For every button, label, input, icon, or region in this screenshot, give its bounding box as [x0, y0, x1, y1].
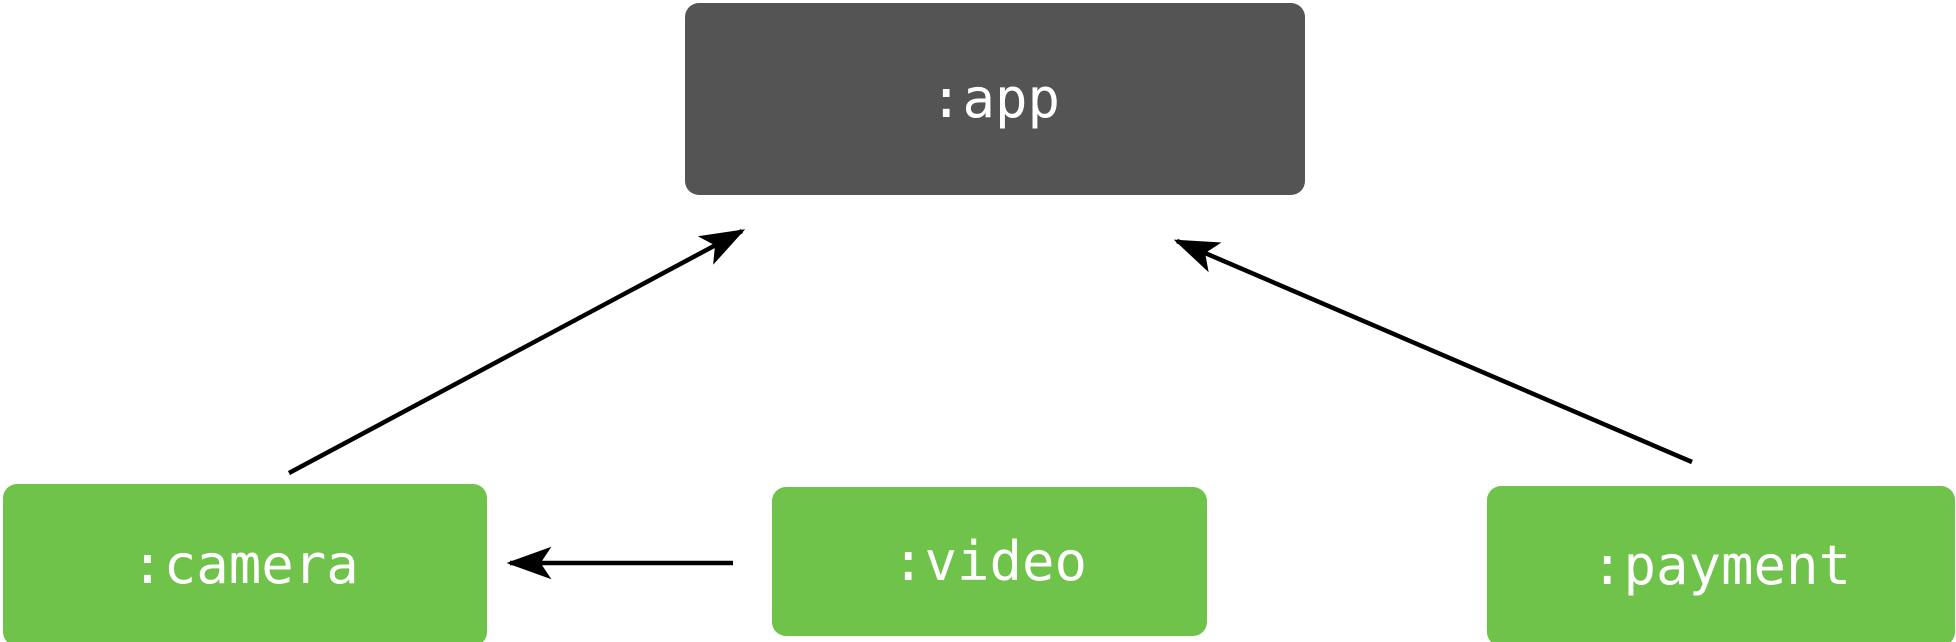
node-camera[interactable]: :camera: [3, 484, 487, 642]
edge-payment-to-app: [1173, 238, 1693, 465]
node-app[interactable]: :app: [685, 3, 1305, 195]
node-payment-label: :payment: [1590, 534, 1852, 597]
edge-camera-to-app: [287, 229, 746, 475]
node-payment[interactable]: :payment: [1487, 486, 1955, 642]
node-video-label: :video: [891, 529, 1088, 593]
node-video[interactable]: :video: [772, 487, 1207, 636]
node-camera-label: :camera: [131, 533, 359, 596]
node-app-label: :app: [929, 67, 1061, 130]
